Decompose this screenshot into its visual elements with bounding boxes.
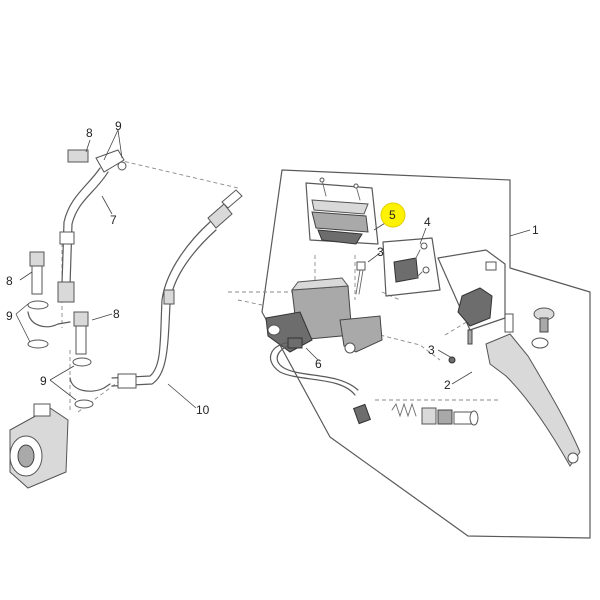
callout-4: 4: [424, 215, 431, 229]
switch-cable-part: [269, 337, 372, 425]
assembly-frame: [261, 169, 591, 539]
master-cylinder-body: [265, 277, 383, 354]
callout-9-lower: 9: [40, 374, 47, 388]
hose-upper-part: [57, 149, 127, 303]
callout-2: 2: [444, 378, 451, 392]
callout-labels: 1 2 3 3 4 5 6 7 8 8 8 9 9 9 10: [6, 119, 539, 417]
callout-3-upper: 3: [377, 245, 384, 259]
banjo-bolt-middle: [69, 311, 111, 409]
screw-part: [355, 261, 366, 295]
lever-part: [437, 249, 581, 467]
slave-cylinder-part: [9, 403, 69, 489]
piston-spring-part: [391, 402, 479, 426]
callout-3-lower: 3: [428, 343, 435, 357]
hose-long-part: [111, 189, 243, 389]
callout-5: 5: [389, 208, 396, 222]
callout-10: 10: [196, 403, 210, 417]
leader-lines: [15, 129, 531, 409]
callout-7: 7: [110, 213, 117, 227]
callout-6: 6: [315, 357, 322, 371]
callout-8-top: 8: [86, 126, 93, 140]
callout-1: 1: [532, 223, 539, 237]
callout-9-top: 9: [115, 119, 122, 133]
callout-8-left: 8: [6, 274, 13, 288]
callout-8-middle: 8: [113, 307, 120, 321]
reservoir-cover-part: [305, 177, 379, 245]
callout-5-highlight: [380, 202, 406, 228]
clamp-part: [382, 237, 441, 297]
banjo-bolt-left: [27, 251, 71, 349]
callout-9-left: 9: [6, 309, 13, 323]
